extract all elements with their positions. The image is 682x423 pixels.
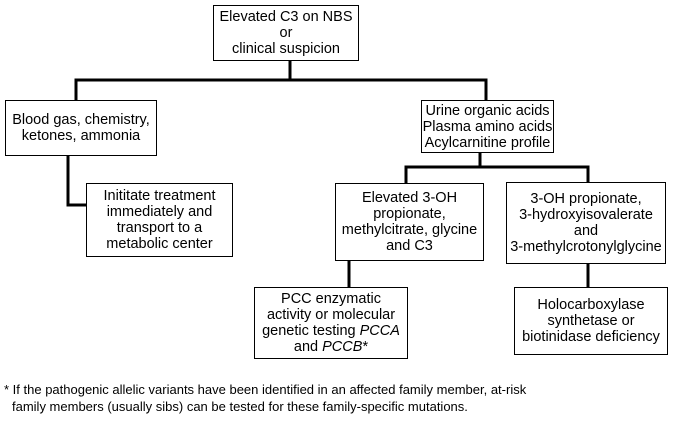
node-text-line: Plasma amino acids bbox=[422, 118, 553, 135]
footnote-line: * If the pathogenic allelic variants hav… bbox=[4, 382, 527, 397]
node-text-line: biotinidase deficiency bbox=[522, 329, 660, 345]
node-text-line: Blood gas, chemistry, bbox=[12, 112, 150, 128]
node-text-line: clinical suspicion bbox=[232, 41, 340, 57]
node-text-line: methylcitrate, glycine bbox=[341, 222, 478, 238]
gene-name-pccb: PCCB bbox=[322, 339, 363, 355]
node-text-line: 3-methylcrotonylglycine bbox=[510, 239, 662, 255]
node-text-prefix: and bbox=[293, 339, 323, 355]
node-text-line: ketones, ammonia bbox=[21, 128, 141, 144]
node-text-line: Elevated 3-OH bbox=[361, 190, 458, 206]
node-text-prefix: genetic testing bbox=[262, 323, 360, 339]
node-text-line: immediately and bbox=[106, 204, 213, 220]
node-text-line: Urine organic acids bbox=[425, 102, 550, 119]
node-text-line: 3-hydroxyisovalerate bbox=[519, 207, 653, 223]
node-text-line: metabolic center bbox=[106, 236, 213, 252]
node-text-line: Acylcarnitine profile bbox=[424, 134, 551, 151]
node-text-line: activity or molecular bbox=[266, 307, 396, 323]
node-text-line: genetic testing PCCA bbox=[262, 323, 400, 339]
footnote-line: family members (usually sibs) can be tes… bbox=[12, 399, 468, 414]
footnote-marker: * bbox=[362, 339, 369, 355]
node-text-line: and C3 bbox=[386, 238, 433, 254]
node-text-line: Inititate treatment bbox=[103, 188, 216, 204]
node-elevated-3oh-propionate: Elevated 3-OH propionate, methylcitrate,… bbox=[335, 183, 484, 261]
node-text-line: propionate, bbox=[373, 206, 446, 222]
node-3oh-propionate-3hiva: 3-OH propionate, 3-hydroxyisovalerate an… bbox=[506, 182, 666, 264]
node-text-line: and bbox=[573, 223, 599, 239]
footnote: * If the pathogenic allelic variants hav… bbox=[4, 381, 678, 415]
node-pcc-testing: PCC enzymatic activity or molecular gene… bbox=[254, 287, 408, 359]
gene-name-pcca: PCCA bbox=[359, 323, 400, 339]
node-text-line: Holocarboxylase bbox=[537, 297, 645, 313]
node-text-line: Elevated C3 on NBS bbox=[219, 9, 353, 25]
node-text-line: or bbox=[279, 25, 293, 41]
node-initiate-treatment: Inititate treatment immediately and tran… bbox=[86, 183, 233, 257]
node-text-line: PCC enzymatic bbox=[281, 291, 381, 307]
node-text-line: transport to a bbox=[116, 220, 203, 236]
node-elevated-c3: Elevated C3 on NBS or clinical suspicion bbox=[213, 5, 359, 61]
node-urine-organic-acids: Urine organic acids Plasma amino acids A… bbox=[421, 100, 554, 153]
node-holocarboxylase: Holocarboxylase synthetase or biotinidas… bbox=[514, 287, 668, 355]
node-text-line: 3-OH propionate, bbox=[530, 191, 642, 207]
node-text-line: synthetase or bbox=[547, 313, 635, 329]
node-text-line: and PCCB* bbox=[262, 339, 400, 355]
node-blood-gas: Blood gas, chemistry, ketones, ammonia bbox=[5, 100, 157, 156]
